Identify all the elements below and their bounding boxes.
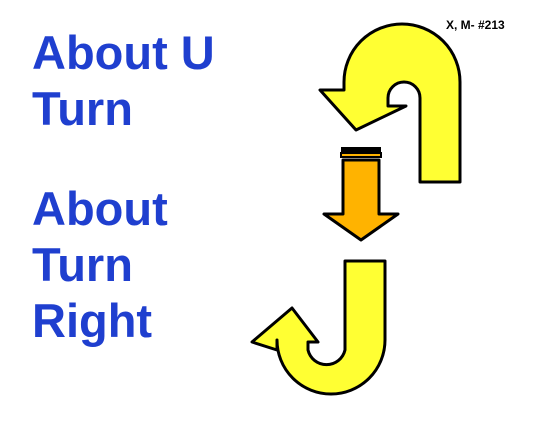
down-arrow-icon [322, 158, 400, 242]
sign-title-line: Right [32, 294, 153, 347]
sign-title-about-turn-right: About Turn Right [32, 181, 168, 349]
sign-title-line: About [32, 182, 168, 235]
sign-title-line: Turn [32, 238, 133, 291]
j-turn-up-left-arrow-icon [250, 259, 387, 396]
sign-title-line: About U [32, 26, 215, 79]
down-arrow-cap-band [340, 152, 382, 158]
sign-title-about-u-turn: About U Turn [32, 25, 215, 137]
sign-title-line: Turn [32, 82, 133, 135]
u-turn-left-arrow-icon [318, 22, 462, 184]
sign-code-label: X, M- #213 [446, 18, 505, 32]
down-arrow-cap [341, 147, 381, 153]
